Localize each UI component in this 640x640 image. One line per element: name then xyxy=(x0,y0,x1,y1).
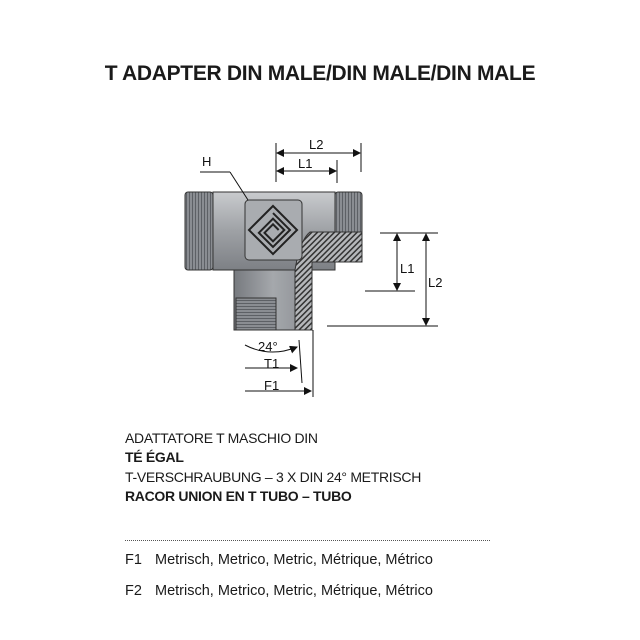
label-l1-top: L1 xyxy=(298,156,312,171)
thread-value: Metrisch, Metrico, Metric, Métrique, Mét… xyxy=(155,583,433,599)
label-h: H xyxy=(202,154,211,169)
description-spanish: RACOR UNION EN T TUBO – TUBO xyxy=(125,488,352,504)
fitting-body xyxy=(184,191,363,331)
left-thread xyxy=(184,191,214,271)
logo-icon xyxy=(247,204,299,256)
thread-key: F2 xyxy=(125,583,142,599)
bottom-thread xyxy=(235,297,277,331)
wrench-flat-h xyxy=(244,199,303,261)
description-italian: ADATTATORE T MASCHIO DIN xyxy=(125,430,318,446)
divider xyxy=(125,540,490,541)
label-l2-top: L2 xyxy=(309,137,323,152)
label-l2-side: L2 xyxy=(428,275,442,290)
thread-value: Metrisch, Metrico, Metric, Métrique, Mét… xyxy=(155,552,433,568)
label-l1-side: L1 xyxy=(400,261,414,276)
description-french: TÉ ÉGAL xyxy=(125,449,184,465)
thread-row-f1: F1 Metrisch, Metrico, Metric, Métrique, M… xyxy=(125,552,433,568)
description-german: T-VERSCHRAUBUNG – 3 X DIN 24° METRISCH xyxy=(125,469,422,485)
page-title: T ADAPTER DIN MALE/DIN MALE/DIN MALE xyxy=(104,62,536,85)
thread-key: F1 xyxy=(125,552,142,568)
dimension-lines xyxy=(200,143,438,397)
thread-row-f2: F2 Metrisch, Metrico, Metric, Métrique, M… xyxy=(125,583,433,599)
label-t1: T1 xyxy=(264,356,279,371)
label-angle: 24° xyxy=(258,339,278,354)
label-f1: F1 xyxy=(264,378,279,393)
